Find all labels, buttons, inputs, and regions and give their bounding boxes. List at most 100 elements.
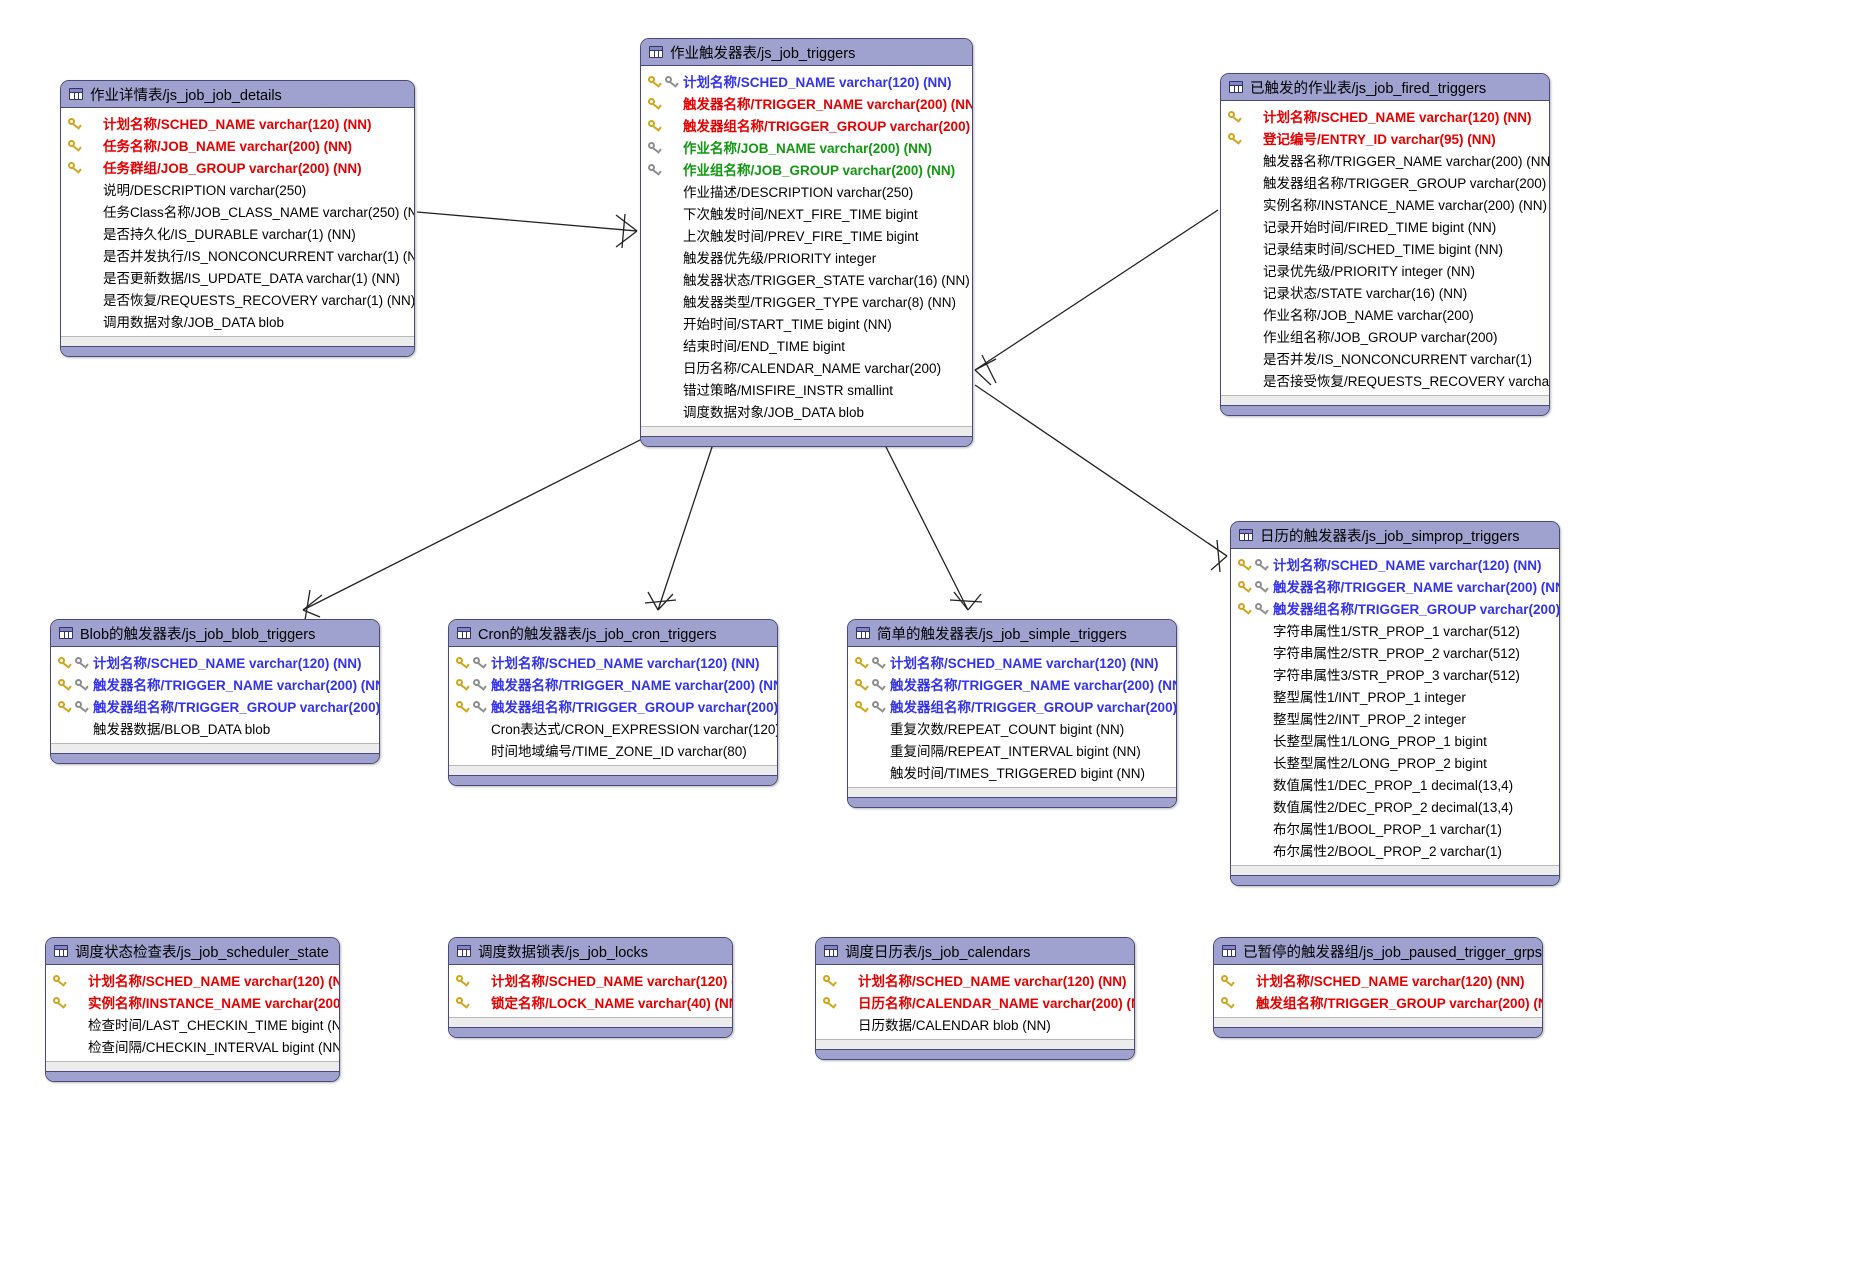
entity-header-js_job_job_details[interactable]: 作业详情表/js_job_job_details — [61, 81, 414, 108]
attribute-row[interactable]: 字符串属性3/STR_PROP_3 varchar(512) — [1231, 663, 1559, 685]
entity-js_job_simple_triggers[interactable]: 简单的触发器表/js_job_simple_triggers 计划名称/SCHED… — [847, 619, 1177, 808]
entity-header-js_job_locks[interactable]: 调度数据锁表/js_job_locks — [449, 938, 732, 965]
attribute-row[interactable]: 触发器名称/TRIGGER_NAME varchar(200) (NN) — [641, 92, 972, 114]
attribute-row[interactable]: 是否接受恢复/REQUESTS_RECOVERY varchar(1) — [1221, 369, 1549, 391]
entity-header-js_job_fired_triggers[interactable]: 已触发的作业表/js_job_fired_triggers — [1221, 74, 1549, 101]
attribute-row[interactable]: 结束时间/END_TIME bigint — [641, 334, 972, 356]
attribute-row[interactable]: 计划名称/SCHED_NAME varchar(120) (NN) — [449, 969, 732, 991]
attribute-row[interactable]: 触发器优先级/PRIORITY integer — [641, 246, 972, 268]
attribute-row[interactable]: 触发器名称/TRIGGER_NAME varchar(200) (NN) — [1221, 149, 1549, 171]
attribute-row[interactable]: 日历名称/CALENDAR_NAME varchar(200) — [641, 356, 972, 378]
attribute-row[interactable]: 触发器名称/TRIGGER_NAME varchar(200) (NN) — [449, 673, 777, 695]
attribute-row[interactable]: 是否并发执行/IS_NONCONCURRENT varchar(1) (NN) — [61, 244, 414, 266]
attribute-row[interactable]: 长整型属性2/LONG_PROP_2 bigint — [1231, 751, 1559, 773]
attribute-row[interactable]: 记录结束时间/SCHED_TIME bigint (NN) — [1221, 237, 1549, 259]
attribute-row[interactable]: 锁定名称/LOCK_NAME varchar(40) (NN) — [449, 991, 732, 1013]
entity-header-js_job_triggers[interactable]: 作业触发器表/js_job_triggers — [641, 39, 972, 66]
entity-header-js_job_simple_triggers[interactable]: 简单的触发器表/js_job_simple_triggers — [848, 620, 1176, 647]
entity-header-js_job_cron_triggers[interactable]: Cron的触发器表/js_job_cron_triggers — [449, 620, 777, 647]
entity-header-js_job_scheduler_state[interactable]: 调度状态检查表/js_job_scheduler_state — [46, 938, 339, 965]
attribute-row[interactable]: 是否更新数据/IS_UPDATE_DATA varchar(1) (NN) — [61, 266, 414, 288]
attribute-row[interactable]: 触发器数据/BLOB_DATA blob — [51, 717, 379, 739]
attribute-row[interactable]: 作业名称/JOB_NAME varchar(200) (NN) — [641, 136, 972, 158]
attribute-row[interactable]: 说明/DESCRIPTION varchar(250) — [61, 178, 414, 200]
attribute-row[interactable]: 布尔属性1/BOOL_PROP_1 varchar(1) — [1231, 817, 1559, 839]
attribute-row[interactable]: 布尔属性2/BOOL_PROP_2 varchar(1) — [1231, 839, 1559, 861]
attribute-row[interactable]: 计划名称/SCHED_NAME varchar(120) (NN) — [1231, 553, 1559, 575]
attribute-row[interactable]: 任务名称/JOB_NAME varchar(200) (NN) — [61, 134, 414, 156]
attribute-row[interactable]: 整型属性1/INT_PROP_1 integer — [1231, 685, 1559, 707]
entity-js_job_locks[interactable]: 调度数据锁表/js_job_locks 计划名称/SCHED_NAME varch… — [448, 937, 733, 1038]
entity-js_job_simprop_triggers[interactable]: 日历的触发器表/js_job_simprop_triggers 计划名称/SCHE… — [1230, 521, 1560, 886]
attribute-row[interactable]: 调用数据对象/JOB_DATA blob — [61, 310, 414, 332]
attribute-row[interactable]: 触发器组名称/TRIGGER_GROUP varchar(200) (NN) — [1231, 597, 1559, 619]
attribute-row[interactable]: 触发组名称/TRIGGER_GROUP varchar(200) (NN) — [1214, 991, 1542, 1013]
attribute-row[interactable]: 触发器类型/TRIGGER_TYPE varchar(8) (NN) — [641, 290, 972, 312]
entity-js_job_calendars[interactable]: 调度日历表/js_job_calendars 计划名称/SCHED_NAME va… — [815, 937, 1135, 1060]
attribute-row[interactable]: 调度数据对象/JOB_DATA blob — [641, 400, 972, 422]
attribute-row[interactable]: 是否恢复/REQUESTS_RECOVERY varchar(1) (NN) — [61, 288, 414, 310]
attribute-row[interactable]: 触发器组名称/TRIGGER_GROUP varchar(200) (NN) — [848, 695, 1176, 717]
attribute-row[interactable]: 实例名称/INSTANCE_NAME varchar(200) (NN) — [46, 991, 339, 1013]
entity-js_job_scheduler_state[interactable]: 调度状态检查表/js_job_scheduler_state 计划名称/SCHED… — [45, 937, 340, 1082]
attribute-row[interactable]: 计划名称/SCHED_NAME varchar(120) (NN) — [449, 651, 777, 673]
attribute-row[interactable]: 是否并发/IS_NONCONCURRENT varchar(1) — [1221, 347, 1549, 369]
entity-js_job_paused_trigger_grps[interactable]: 已暂停的触发器组/js_job_paused_trigger_grps 计划名称/… — [1213, 937, 1543, 1038]
entity-js_job_job_details[interactable]: 作业详情表/js_job_job_details 计划名称/SCHED_NAME … — [60, 80, 415, 357]
attribute-row[interactable]: 数值属性1/DEC_PROP_1 decimal(13,4) — [1231, 773, 1559, 795]
attribute-row[interactable]: 开始时间/START_TIME bigint (NN) — [641, 312, 972, 334]
attribute-row[interactable]: 字符串属性1/STR_PROP_1 varchar(512) — [1231, 619, 1559, 641]
attribute-row[interactable]: 任务Class名称/JOB_CLASS_NAME varchar(250) (N… — [61, 200, 414, 222]
entity-js_job_triggers[interactable]: 作业触发器表/js_job_triggers 计划名称/SCHED_NAME va… — [640, 38, 973, 447]
attribute-row[interactable]: 任务群组/JOB_GROUP varchar(200) (NN) — [61, 156, 414, 178]
attribute-row[interactable]: 检查间隔/CHECKIN_INTERVAL bigint (NN) — [46, 1035, 339, 1057]
attribute-row[interactable]: 触发器组名称/TRIGGER_GROUP varchar(200) (NN) — [1221, 171, 1549, 193]
attribute-row[interactable]: 计划名称/SCHED_NAME varchar(120) (NN) — [641, 70, 972, 92]
attribute-row[interactable]: 日历名称/CALENDAR_NAME varchar(200) (NN) — [816, 991, 1134, 1013]
entity-js_job_blob_triggers[interactable]: Blob的触发器表/js_job_blob_triggers 计划名称/SCHED… — [50, 619, 380, 764]
attribute-row[interactable]: 计划名称/SCHED_NAME varchar(120) (NN) — [46, 969, 339, 991]
attribute-row[interactable]: 作业组名称/JOB_GROUP varchar(200) — [1221, 325, 1549, 347]
attribute-row[interactable]: 触发器名称/TRIGGER_NAME varchar(200) (NN) — [848, 673, 1176, 695]
attribute-row[interactable]: 触发器组名称/TRIGGER_GROUP varchar(200) (NN) — [51, 695, 379, 717]
attribute-row[interactable]: 登记编号/ENTRY_ID varchar(95) (NN) — [1221, 127, 1549, 149]
attribute-row[interactable]: 计划名称/SCHED_NAME varchar(120) (NN) — [1221, 105, 1549, 127]
attribute-row[interactable]: 计划名称/SCHED_NAME varchar(120) (NN) — [1214, 969, 1542, 991]
attribute-row[interactable]: 时间地域编号/TIME_ZONE_ID varchar(80) — [449, 739, 777, 761]
entity-header-js_job_simprop_triggers[interactable]: 日历的触发器表/js_job_simprop_triggers — [1231, 522, 1559, 549]
attribute-row[interactable]: 实例名称/INSTANCE_NAME varchar(200) (NN) — [1221, 193, 1549, 215]
attribute-row[interactable]: 字符串属性2/STR_PROP_2 varchar(512) — [1231, 641, 1559, 663]
attribute-row[interactable]: 整型属性2/INT_PROP_2 integer — [1231, 707, 1559, 729]
entity-header-js_job_blob_triggers[interactable]: Blob的触发器表/js_job_blob_triggers — [51, 620, 379, 647]
attribute-row[interactable]: 错过策略/MISFIRE_INSTR smallint — [641, 378, 972, 400]
entity-js_job_cron_triggers[interactable]: Cron的触发器表/js_job_cron_triggers 计划名称/SCHED… — [448, 619, 778, 786]
entity-js_job_fired_triggers[interactable]: 已触发的作业表/js_job_fired_triggers 计划名称/SCHED_… — [1220, 73, 1550, 416]
attribute-row[interactable]: 作业名称/JOB_NAME varchar(200) — [1221, 303, 1549, 325]
attribute-row[interactable]: 计划名称/SCHED_NAME varchar(120) (NN) — [816, 969, 1134, 991]
attribute-row[interactable]: 计划名称/SCHED_NAME varchar(120) (NN) — [848, 651, 1176, 673]
attribute-row[interactable]: 触发器名称/TRIGGER_NAME varchar(200) (NN) — [51, 673, 379, 695]
attribute-row[interactable]: 数值属性2/DEC_PROP_2 decimal(13,4) — [1231, 795, 1559, 817]
attribute-row[interactable]: 计划名称/SCHED_NAME varchar(120) (NN) — [51, 651, 379, 673]
attribute-row[interactable]: 日历数据/CALENDAR blob (NN) — [816, 1013, 1134, 1035]
entity-header-js_job_paused_trigger_grps[interactable]: 已暂停的触发器组/js_job_paused_trigger_grps — [1214, 938, 1542, 965]
attribute-row[interactable]: 作业组名称/JOB_GROUP varchar(200) (NN) — [641, 158, 972, 180]
attribute-row[interactable]: 触发器组名称/TRIGGER_GROUP varchar(200) (NN) — [641, 114, 972, 136]
attribute-row[interactable]: 记录优先级/PRIORITY integer (NN) — [1221, 259, 1549, 281]
attribute-row[interactable]: 计划名称/SCHED_NAME varchar(120) (NN) — [61, 112, 414, 134]
attribute-row[interactable]: 检查时间/LAST_CHECKIN_TIME bigint (NN) — [46, 1013, 339, 1035]
attribute-row[interactable]: Cron表达式/CRON_EXPRESSION varchar(120) (NN… — [449, 717, 777, 739]
attribute-row[interactable]: 触发器组名称/TRIGGER_GROUP varchar(200) (NN) — [449, 695, 777, 717]
attribute-row[interactable]: 重复次数/REPEAT_COUNT bigint (NN) — [848, 717, 1176, 739]
attribute-row[interactable]: 长整型属性1/LONG_PROP_1 bigint — [1231, 729, 1559, 751]
attribute-row[interactable]: 记录开始时间/FIRED_TIME bigint (NN) — [1221, 215, 1549, 237]
attribute-row[interactable]: 触发器状态/TRIGGER_STATE varchar(16) (NN) — [641, 268, 972, 290]
entity-header-js_job_calendars[interactable]: 调度日历表/js_job_calendars — [816, 938, 1134, 965]
attribute-row[interactable]: 下次触发时间/NEXT_FIRE_TIME bigint — [641, 202, 972, 224]
attribute-row[interactable]: 触发时间/TIMES_TRIGGERED bigint (NN) — [848, 761, 1176, 783]
attribute-row[interactable]: 是否持久化/IS_DURABLE varchar(1) (NN) — [61, 222, 414, 244]
attribute-row[interactable]: 上次触发时间/PREV_FIRE_TIME bigint — [641, 224, 972, 246]
attribute-row[interactable]: 记录状态/STATE varchar(16) (NN) — [1221, 281, 1549, 303]
attribute-row[interactable]: 触发器名称/TRIGGER_NAME varchar(200) (NN) — [1231, 575, 1559, 597]
attribute-row[interactable]: 作业描述/DESCRIPTION varchar(250) — [641, 180, 972, 202]
